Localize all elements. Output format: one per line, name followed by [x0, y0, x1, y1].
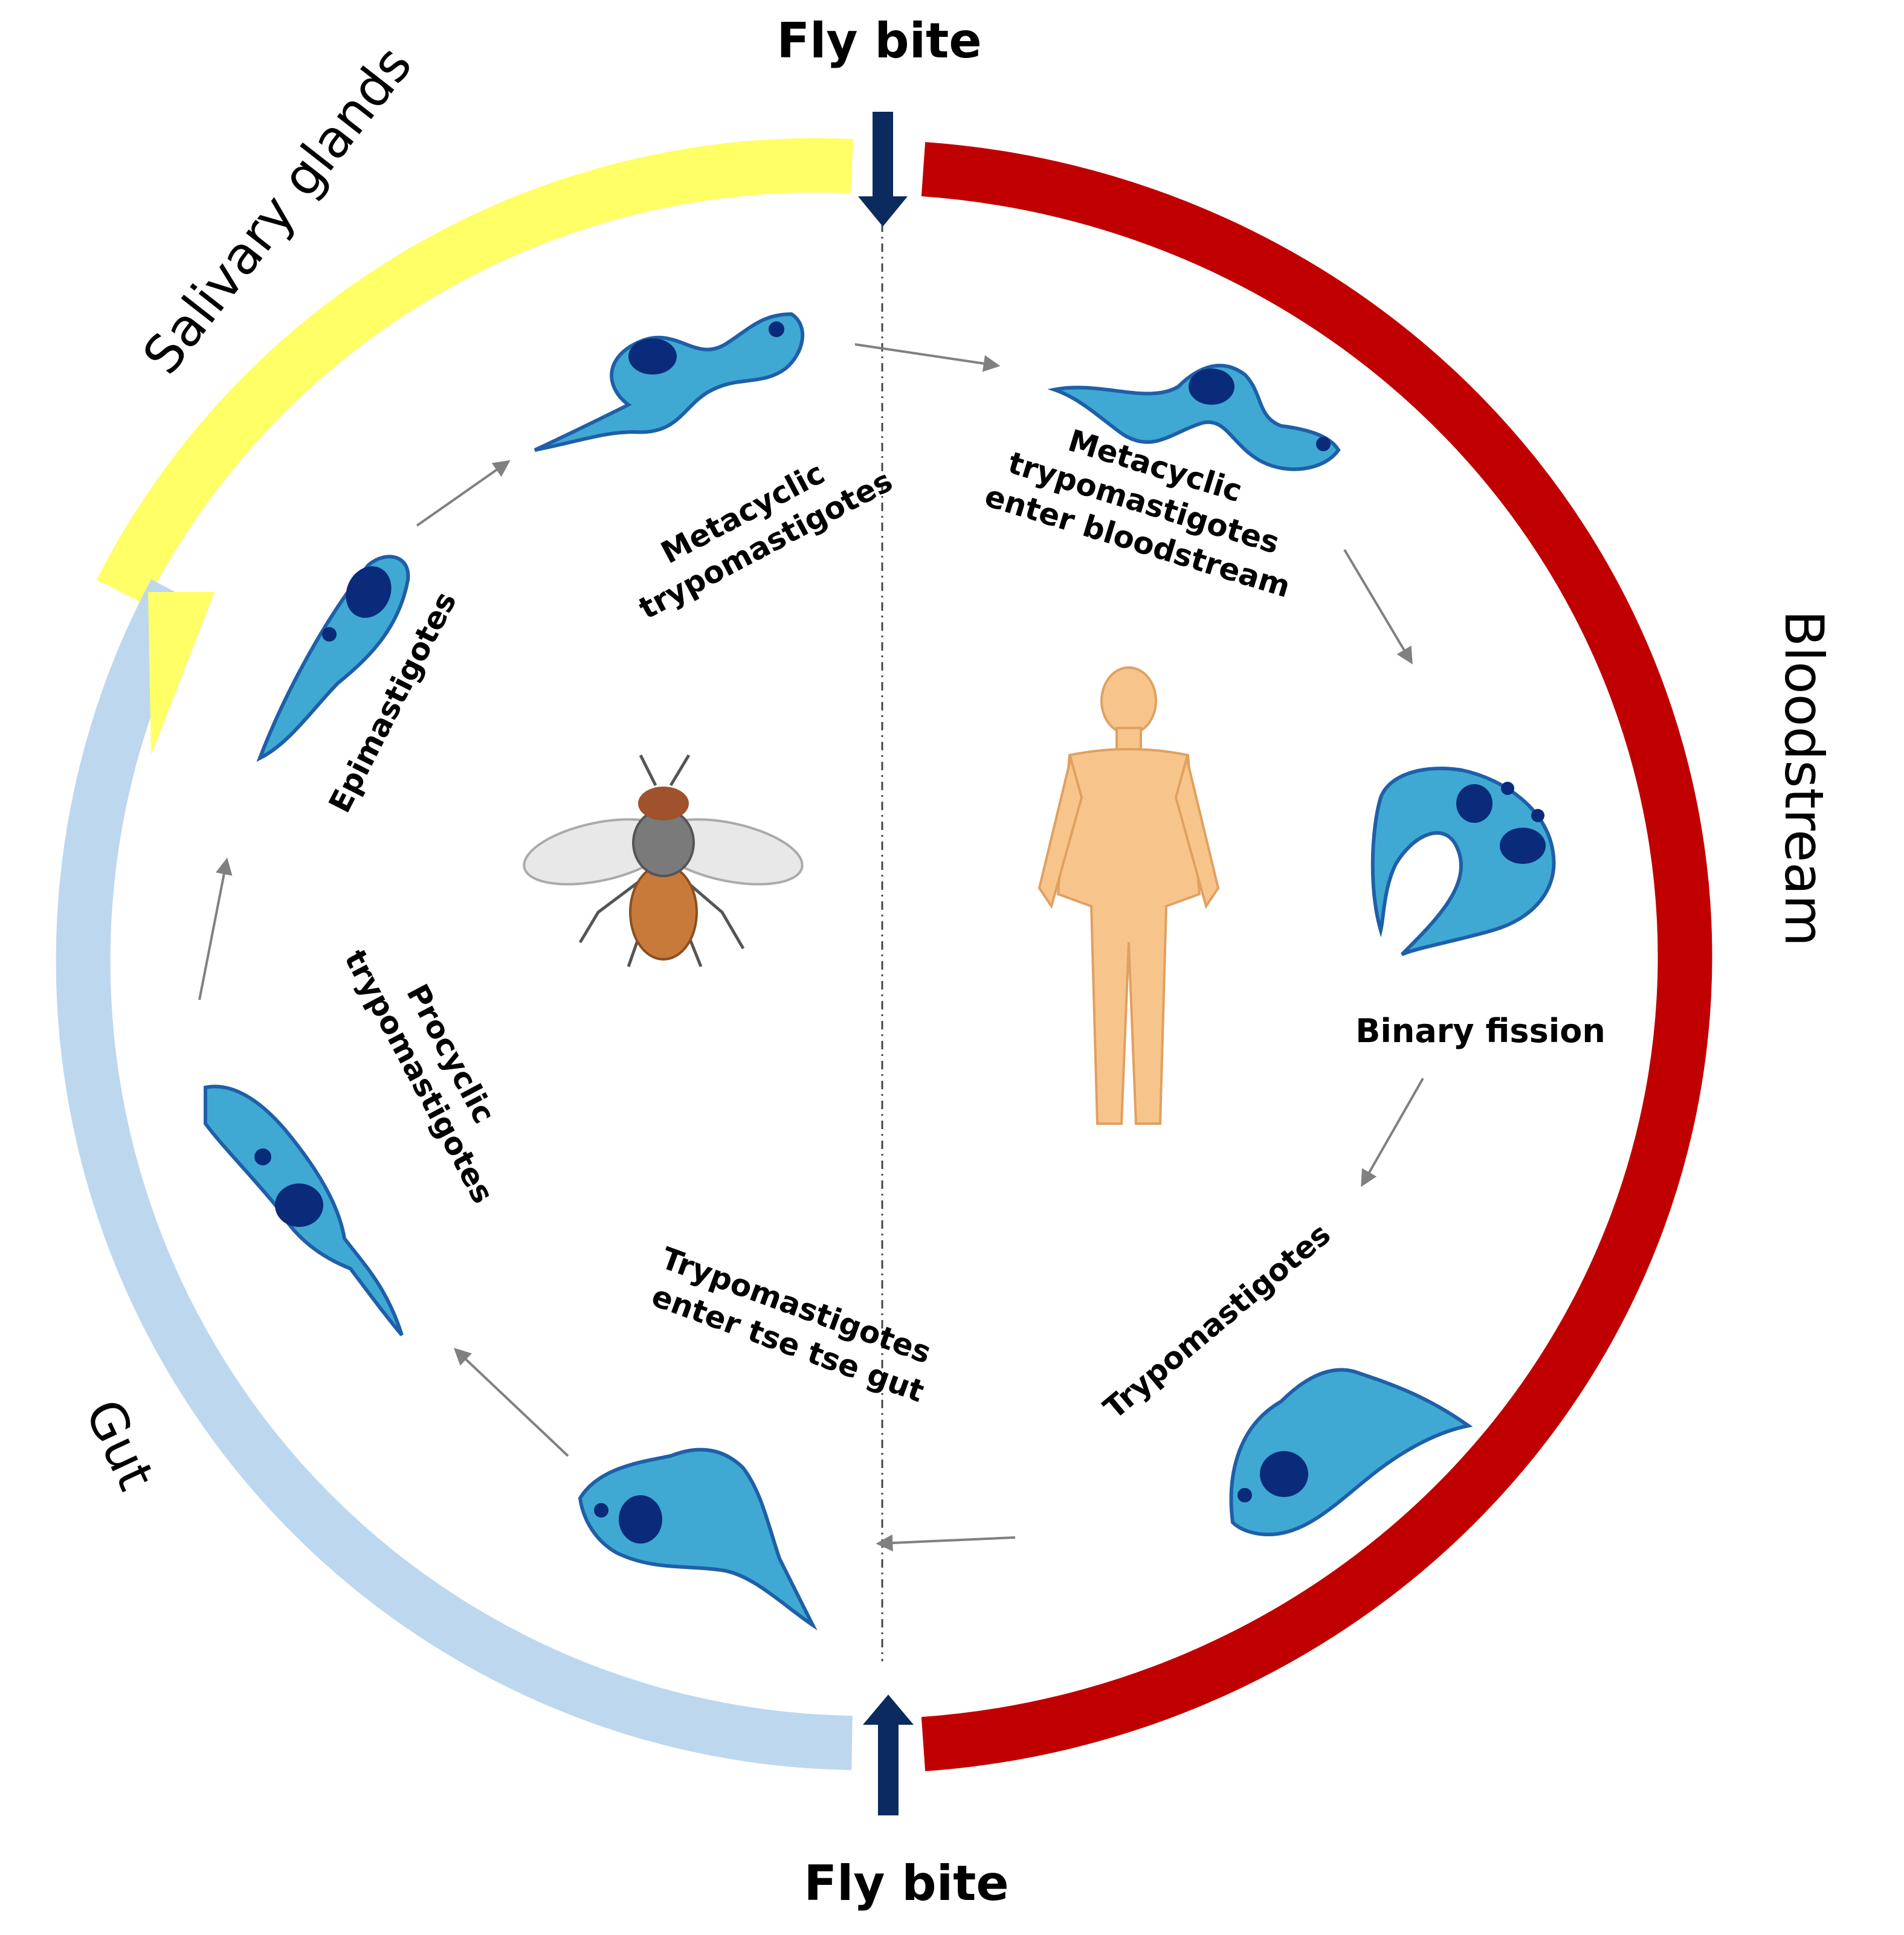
gut-label: Gut	[74, 1391, 166, 1499]
epimastigote-cell	[256, 555, 410, 762]
bloodstream-arc	[921, 142, 1712, 1771]
fly-bite-top-label: Fly bite	[776, 13, 981, 69]
arrow-to-procyclic	[453, 1348, 569, 1457]
arrow-to-trypomastigotes	[1361, 1078, 1424, 1187]
gut-arc	[56, 579, 853, 1770]
salivary-glands-label: Salivary glands	[132, 35, 424, 385]
bloodstream-label: Bloodstream	[1773, 610, 1835, 947]
metacyclic-left-label: Metacyclic trypomastigotes	[615, 429, 898, 626]
gut-entering-trypomastigote-cell	[578, 1447, 818, 1631]
arrow-to-metacyclic-left	[416, 460, 511, 527]
arrow-to-binary-fission	[1343, 549, 1413, 665]
procyclic-label: Procyclic trypomastigotes	[338, 926, 535, 1209]
procyclic-trypomastigote-cell	[204, 1084, 404, 1336]
fly-bite-arrow-bottom	[863, 1695, 914, 1815]
human-body-icon	[1038, 666, 1220, 1125]
metacyclic-trypomastigote-cell-left	[534, 312, 805, 452]
fly-bite-bottom-label: Fly bite	[804, 1855, 1008, 1911]
salivary-glands-arc	[96, 138, 854, 605]
fly-bite-arrow-top	[858, 112, 908, 227]
gut-arc-inner-wedge	[148, 592, 215, 755]
arrow-cross-to-bloodstream	[854, 343, 1001, 372]
bloodstream-trypomastigote-cell-dividing	[1370, 767, 1556, 956]
tsetse-fly-icon	[523, 754, 804, 967]
bloodstream-trypomastigote-cell	[1229, 1368, 1473, 1537]
enter-gut-label: Trypomastigotes enter tse tse gut	[644, 1240, 946, 1410]
metacyclic-trypomastigote-cell-right	[1047, 364, 1341, 471]
arrow-cross-to-gut	[876, 1534, 1016, 1551]
binary-fission-label: Binary fission	[1355, 1012, 1605, 1050]
flow-arrows	[198, 343, 1424, 1551]
arrow-to-epimastigotes	[198, 857, 233, 1000]
